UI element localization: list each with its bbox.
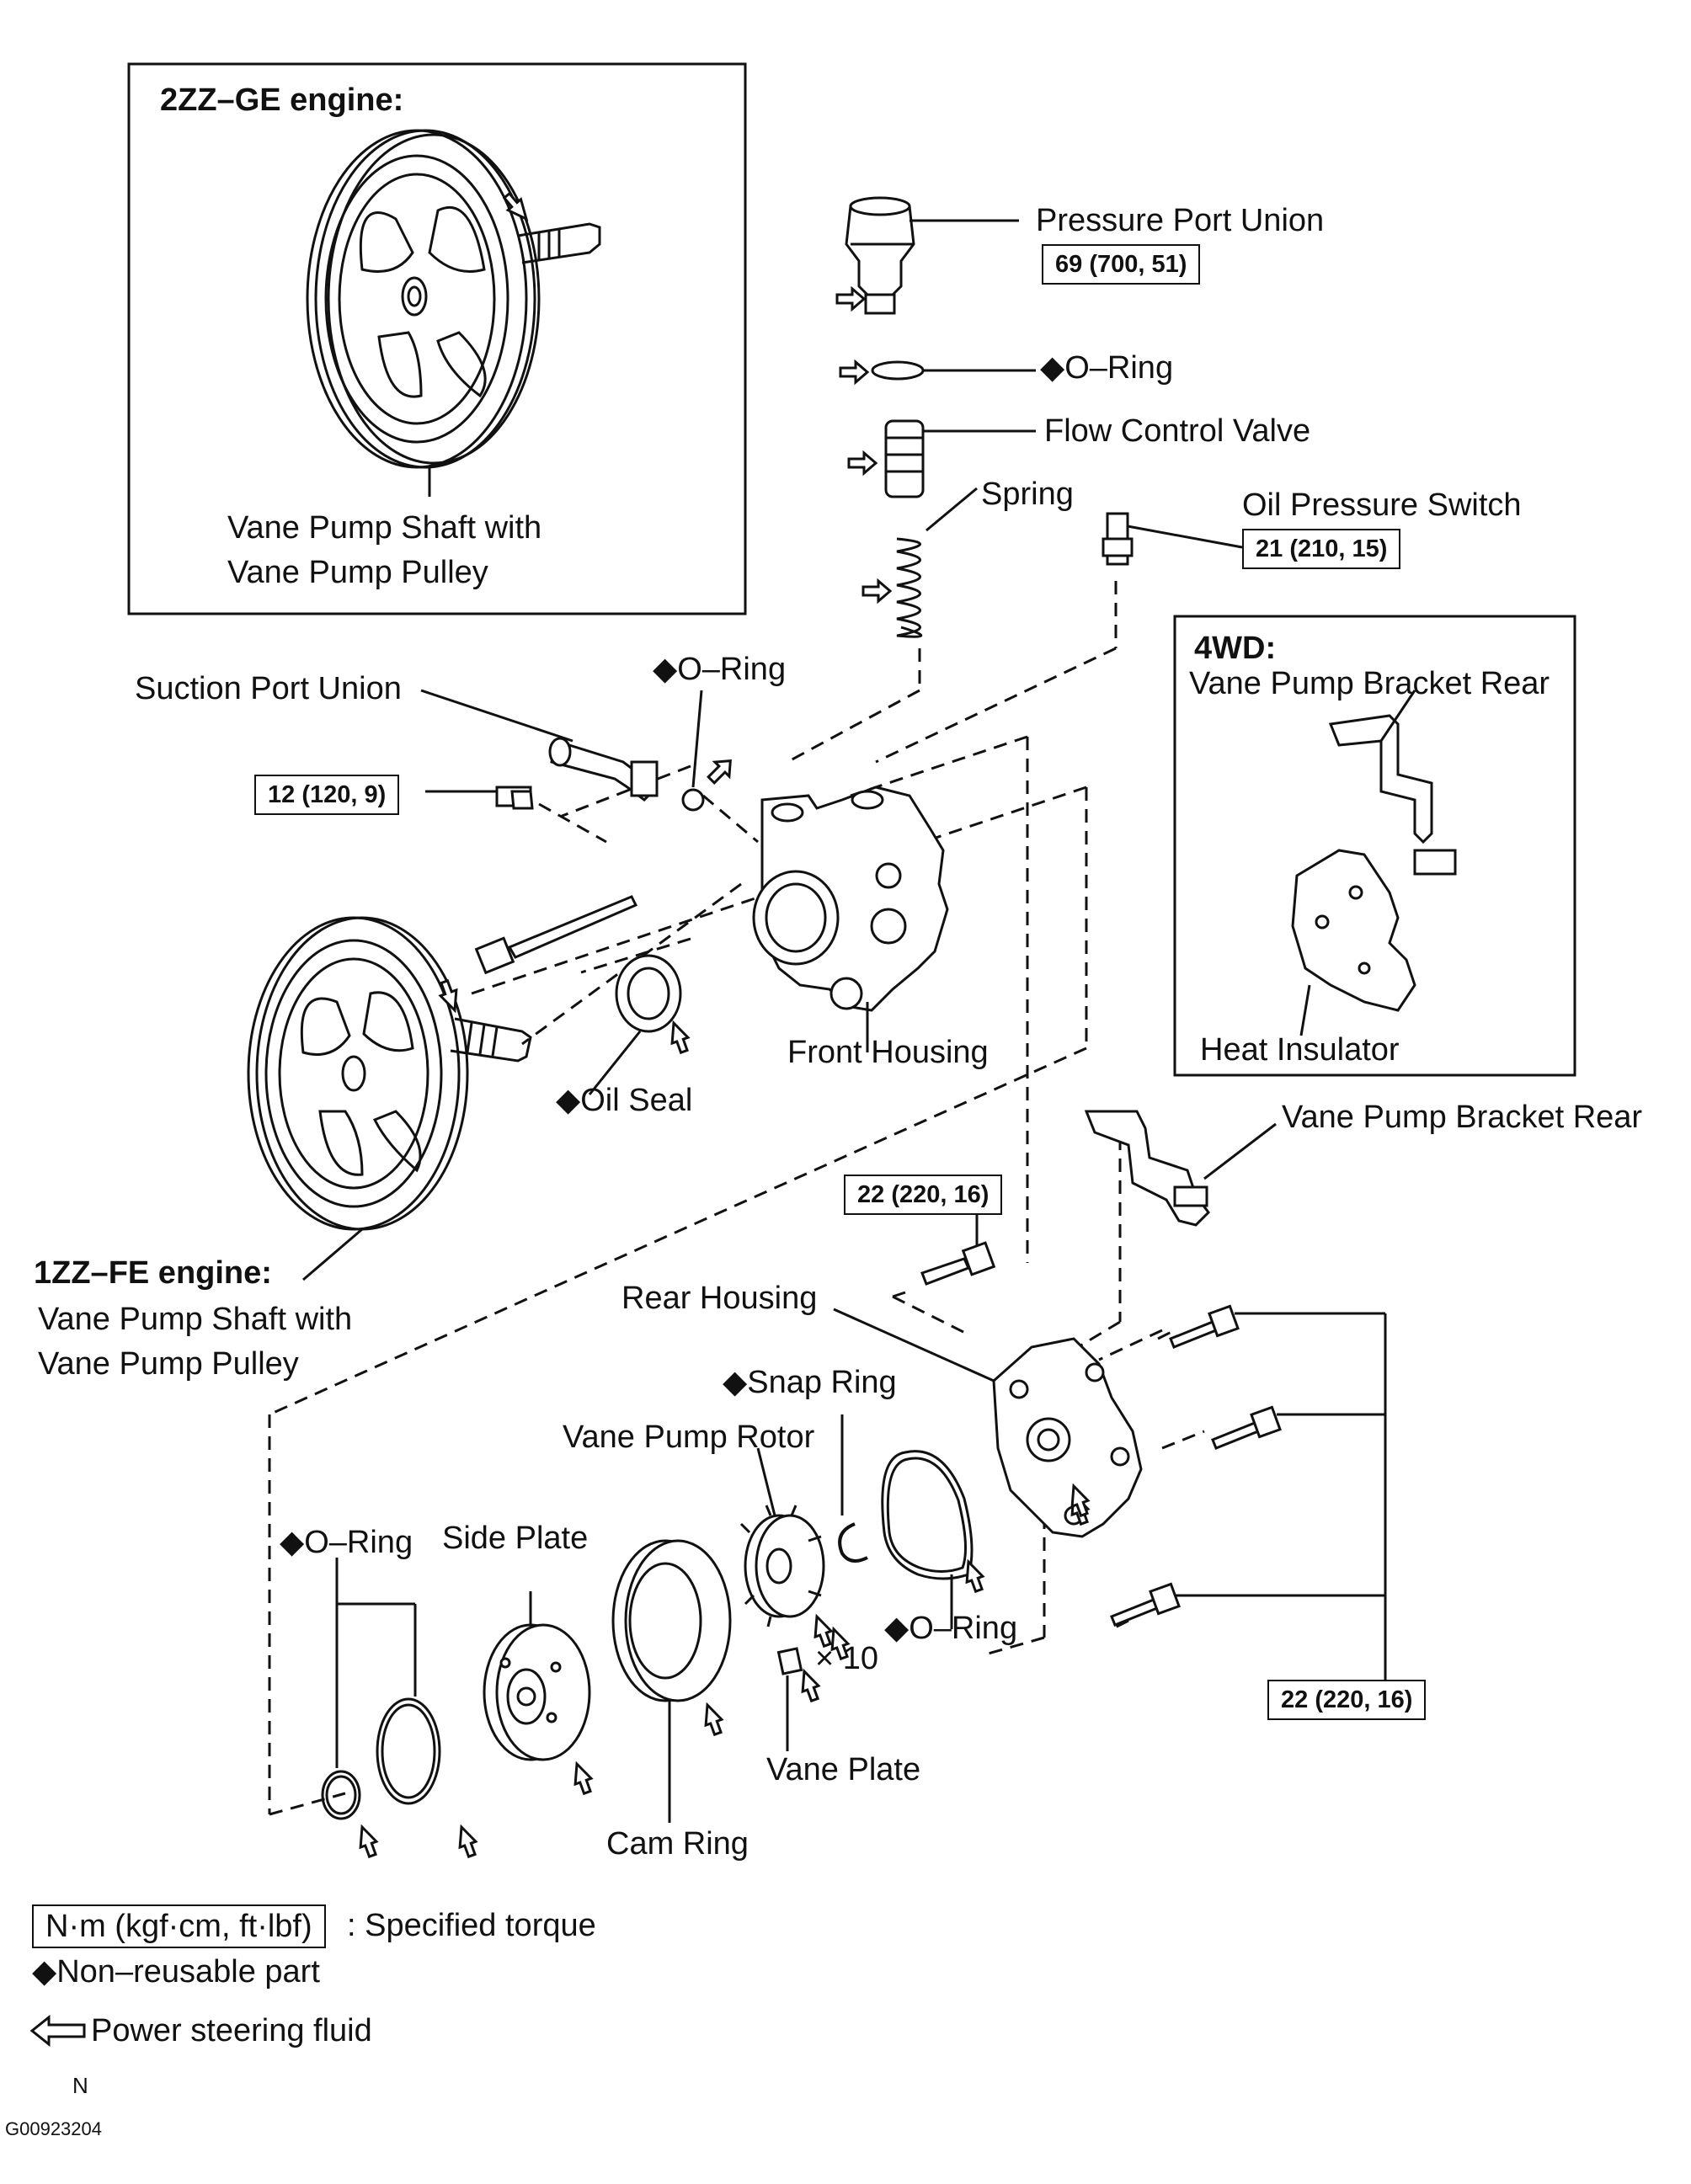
pressure-port-union-part <box>845 196 1019 315</box>
label-o-ring-top: ◆O–Ring <box>1040 350 1174 386</box>
legend-fluid: Power steering fluid <box>91 2013 372 2048</box>
inset-4wd-title: 4WD: <box>1194 631 1277 666</box>
suction-bolt-part <box>425 786 534 810</box>
vane-pump-rotor-part <box>739 1447 825 1627</box>
non-reusable-diamond-icon: ◆ <box>723 1365 748 1400</box>
label-times-ten: × 10 <box>815 1641 879 1676</box>
orientation-mark: N <box>72 2073 88 2098</box>
bracket-bolt-part <box>920 1212 996 1286</box>
label-1zz-line2: Vane Pump Pulley <box>38 1346 299 1382</box>
non-reusable-diamond-icon: ◆ <box>556 1083 581 1118</box>
bracket-4wd <box>1328 690 1457 876</box>
legend-fluid-arrow-icon <box>29 2014 86 2048</box>
long-bolt-part <box>474 895 638 975</box>
front-housing-part <box>752 786 949 1052</box>
label-rear-housing: Rear Housing <box>621 1281 818 1316</box>
inset-4wd-frame <box>1173 615 1576 1077</box>
vane-plate-part <box>776 1647 803 1675</box>
rear-housing-bolts-part <box>1110 1304 1387 1692</box>
label-front-housing: Front Housing <box>787 1035 989 1070</box>
non-reusable-diamond-icon: ◆ <box>280 1525 305 1560</box>
vane-pump-bracket-rear-part <box>1084 1110 1277 1227</box>
torque-oil-pressure-switch: 21 (210, 15) <box>1242 529 1401 569</box>
inset-4wd-insulator-label: Heat Insulator <box>1200 1032 1400 1068</box>
torque-suction-bolt: 12 (120, 9) <box>254 775 400 815</box>
label-vane-plate: Vane Plate <box>766 1752 921 1787</box>
label-vane-pump-rotor: Vane Pump Rotor <box>563 1420 815 1455</box>
label-1zz-engine-title: 1ZZ–FE engine: <box>34 1255 272 1291</box>
label-side-plate: Side Plate <box>442 1521 589 1556</box>
cam-ring-part <box>611 1539 732 1823</box>
legend-torque-description: : Specified torque <box>347 1908 596 1943</box>
torque-rear-housing-bolts: 22 (220, 16) <box>1267 1680 1427 1720</box>
label-o-ring-left: ◆O–Ring <box>280 1525 413 1560</box>
assembly-guide-lines <box>268 581 1205 1816</box>
o-ring-suction-part <box>681 788 705 812</box>
rear-housing-part <box>833 1308 1143 1538</box>
label-suction-port-union: Suction Port Union <box>135 671 402 706</box>
label-vane-pump-bracket-rear: Vane Pump Bracket Rear <box>1282 1100 1643 1135</box>
label-spring: Spring <box>981 477 1074 512</box>
inset-2zz-title: 2ZZ–GE engine: <box>160 83 404 118</box>
legend-non-reusable: ◆Non–reusable part <box>32 1954 320 1990</box>
label-flow-control-valve: Flow Control Valve <box>1044 413 1311 449</box>
figure-id: G00923204 <box>5 2118 102 2139</box>
pulley-1zz <box>247 916 532 1281</box>
label-cam-ring: Cam Ring <box>606 1826 749 1862</box>
oil-seal-part <box>588 954 682 1095</box>
o-rings-left-part <box>321 1558 441 1820</box>
inset-2zz-frame <box>127 62 747 615</box>
label-o-ring-suction: ◆O–Ring <box>653 652 787 687</box>
legend-torque-unit-box: N·m (kgf·cm, ft·lbf) <box>32 1904 326 1948</box>
torque-bracket-bolt: 22 (220, 16) <box>844 1175 1003 1215</box>
non-reusable-diamond-icon: ◆ <box>1040 350 1065 386</box>
non-reusable-diamond-icon: ◆ <box>884 1611 910 1646</box>
label-1zz-line1: Vane Pump Shaft with <box>38 1302 353 1337</box>
label-oil-pressure-switch: Oil Pressure Switch <box>1242 487 1522 523</box>
torque-pressure-port-union: 69 (700, 51) <box>1042 244 1201 285</box>
inset-4wd-bracket-label: Vane Pump Bracket Rear <box>1189 666 1550 701</box>
oil-pressure-switch-part <box>1102 512 1243 566</box>
o-ring-top-part <box>871 360 925 381</box>
inset-2zz-label-line1: Vane Pump Shaft with <box>227 510 542 546</box>
non-reusable-diamond-icon: ◆ <box>32 1954 57 1990</box>
pulley-2zz <box>306 129 601 497</box>
label-o-ring-rear: ◆O–Ring <box>884 1611 1018 1646</box>
snap-ring-part <box>838 1522 868 1563</box>
label-pressure-port-union: Pressure Port Union <box>1036 203 1325 238</box>
flow-control-valve-part <box>884 419 1036 498</box>
label-oil-seal: ◆Oil Seal <box>556 1083 693 1118</box>
side-plate-part <box>483 1591 591 1761</box>
o-ring-rear-part <box>881 1450 974 1629</box>
non-reusable-diamond-icon: ◆ <box>653 652 678 687</box>
inset-2zz-label-line2: Vane Pump Pulley <box>227 555 488 590</box>
heat-insulator-4wd <box>1291 849 1416 1036</box>
suction-port-union-part <box>420 689 659 802</box>
label-snap-ring: ◆Snap Ring <box>723 1365 897 1400</box>
spring-part <box>896 487 978 638</box>
